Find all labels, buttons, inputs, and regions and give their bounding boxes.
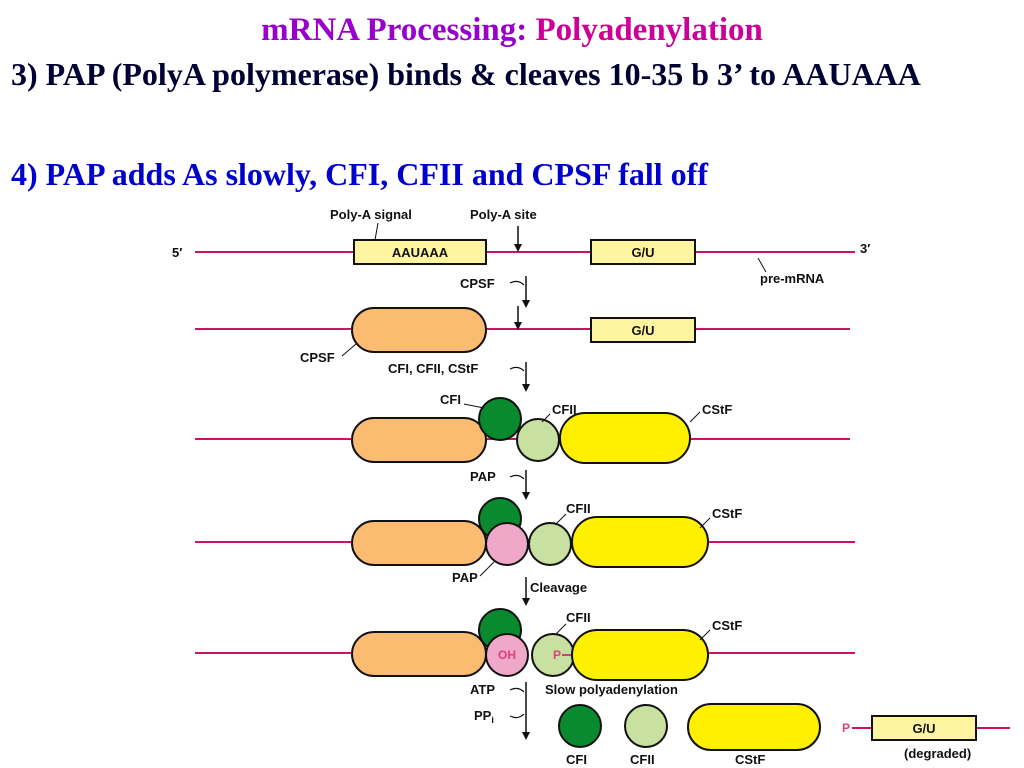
- cfii-circle-row-3: [516, 418, 560, 462]
- cpsf-shape-row-5: [351, 631, 487, 677]
- cstf-label-row-3: CStF: [702, 402, 732, 417]
- poly-a-site-label: Poly-A site: [470, 207, 537, 222]
- p-label-degraded: P: [842, 721, 850, 735]
- ppi-hook: [509, 713, 525, 719]
- cfii-label-released: CFII: [630, 752, 655, 767]
- cfi-circle-released: [558, 704, 602, 748]
- gu-box-degraded: [871, 715, 977, 741]
- aauaaa-label: AAUAAA: [392, 245, 449, 260]
- pre-mrna-label: pre-mRNA: [760, 271, 825, 286]
- polyadenylation-step-arrowhead: [522, 732, 530, 740]
- title-part-1: mRNA Processing:: [261, 12, 536, 48]
- cstf-shape-released: [687, 703, 821, 751]
- title-part-2: Polyadenylation: [535, 12, 763, 48]
- cf-step-hook: [509, 366, 525, 372]
- cpsf-shape-row-4: [351, 520, 487, 566]
- pap-circle-row-4: [485, 522, 529, 566]
- cpsf-step-arrowhead: [522, 300, 530, 308]
- degraded-label: (degraded): [904, 746, 971, 761]
- cf-step-arrowhead: [522, 384, 530, 392]
- cstf-shape-row-3: [559, 412, 691, 464]
- three-prime-label: 3′: [860, 241, 870, 256]
- pap-step-label: PAP: [470, 469, 496, 484]
- aauaaa-box: [353, 239, 487, 265]
- cfii-label-row-5: CFII: [566, 610, 591, 625]
- pre-mrna-pointer: [757, 257, 767, 273]
- cstf-label-row-4: CStF: [712, 506, 742, 521]
- cstf-label-released: CStF: [735, 752, 765, 767]
- atp-hook: [509, 687, 525, 693]
- atp-label: ATP: [470, 682, 495, 697]
- cstf-shape-row-4: [571, 516, 709, 568]
- oh-label: OH: [498, 648, 516, 662]
- cfii-pointer-row-3: [541, 413, 551, 423]
- step-3-text: 3) PAP (PolyA polymerase) binds & cleave…: [11, 56, 921, 92]
- cpsf-pointer: [341, 343, 357, 357]
- pap-pointer-row-4: [479, 561, 495, 577]
- gu-box: [590, 239, 696, 265]
- cfi-pointer-row-3: [463, 403, 485, 409]
- cstf-pointer-row-3: [689, 411, 701, 423]
- pap-step-hook: [509, 474, 525, 480]
- pap-step-arrowhead: [522, 492, 530, 500]
- cfi-circle-row-3: [478, 397, 522, 441]
- gu-box-row-2: [590, 317, 696, 343]
- pap-circle-row-5: [485, 633, 529, 677]
- cstf-shape-row-5: [571, 629, 709, 681]
- cf-step-label: CFI, CFII, CStF: [388, 361, 478, 376]
- cfii-pointer-row-5: [555, 623, 567, 635]
- cstf-pointer-row-5: [699, 629, 711, 641]
- cleavage-step-arrowhead: [522, 598, 530, 606]
- cfi-label-released: CFI: [566, 752, 587, 767]
- step-4-text: 4) PAP adds As slowly, CFI, CFII and CPS…: [11, 156, 708, 192]
- slow-polyadenylation-label: Slow polyadenylation: [545, 682, 678, 697]
- cfii-label-row-4: CFII: [566, 501, 591, 516]
- pap-label-row-4: PAP: [452, 570, 478, 585]
- poly-a-signal-label: Poly-A signal: [330, 207, 412, 222]
- poly-a-site-arrowhead-row-2: [514, 322, 522, 330]
- cfii-pointer-row-4: [555, 513, 567, 525]
- cfi-label-row-3: CFI: [440, 392, 461, 407]
- cpsf-label: CPSF: [300, 350, 335, 365]
- cpsf-shape-row-2: [351, 307, 487, 353]
- cfii-circle-released: [624, 704, 668, 748]
- slide-title: mRNA Processing: Polyadenylation: [0, 10, 1024, 50]
- cstf-label-row-5: CStF: [712, 618, 742, 633]
- gu-label-row-2: G/U: [631, 323, 654, 338]
- five-prime-label: 5′: [172, 245, 182, 260]
- ppi-label: PPi: [474, 708, 494, 725]
- cfii-circle-row-4: [528, 522, 572, 566]
- cpsf-step-hook: [509, 280, 525, 286]
- poly-a-signal-pointer: [374, 222, 379, 241]
- cpsf-shape-row-3: [351, 417, 487, 463]
- gu-label: G/U: [631, 245, 654, 260]
- cstf-pointer-row-4: [699, 517, 711, 529]
- cfii-label-row-3: CFII: [552, 402, 577, 417]
- poly-a-site-arrowhead: [514, 244, 522, 252]
- cleavage-label: Cleavage: [530, 580, 587, 595]
- p-label-row-5: P: [553, 648, 561, 662]
- gu-label-degraded: G/U: [912, 721, 935, 736]
- cpsf-step-label: CPSF: [460, 276, 495, 291]
